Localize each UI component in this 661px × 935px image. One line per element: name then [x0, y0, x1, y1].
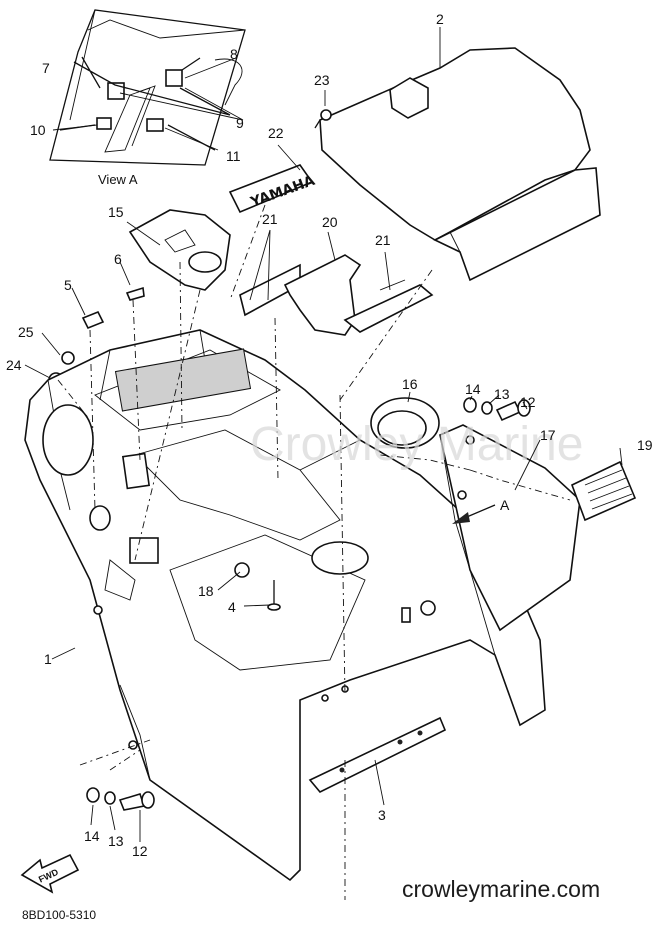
- pad-19: [570, 460, 637, 522]
- callout-4: 4: [228, 599, 236, 615]
- callout-16: 16: [402, 376, 418, 392]
- callout-14: 14: [465, 381, 481, 397]
- callout-24: 24: [6, 357, 22, 373]
- svg-text:A: A: [500, 497, 510, 513]
- callout-3: 3: [378, 807, 386, 823]
- callout-11: 11: [226, 148, 241, 164]
- view-a-inset: [49, 9, 246, 166]
- fasteners-left: [86, 787, 155, 811]
- site-name: crowleymarine.com: [402, 876, 601, 902]
- callout-20: 20: [322, 214, 338, 230]
- view-a-arrow: A: [452, 497, 510, 524]
- fasteners-right: [463, 397, 531, 422]
- drawing-code: 8BD100-5310: [22, 908, 97, 922]
- callout-9: 9: [236, 115, 244, 131]
- grommet-16: [370, 397, 440, 449]
- callout-13b: 13: [108, 833, 124, 849]
- callout-19: 19: [637, 437, 653, 453]
- callout-17: 17: [540, 427, 556, 443]
- console-body: [24, 329, 546, 882]
- side-panel-17: [439, 424, 581, 632]
- view-a-label: View A: [98, 172, 138, 187]
- callout-7: 7: [42, 60, 50, 76]
- callout-5: 5: [64, 277, 72, 293]
- watermark: Crowley Marine: [250, 418, 583, 471]
- callout-18: 18: [198, 583, 214, 599]
- callout-labels: 2 8 7 9 23 10 11 22 15 21 20 21 6 5 25 2…: [6, 11, 653, 859]
- screw-23: [314, 109, 332, 129]
- bolt-4: [267, 580, 281, 611]
- callout-25: 25: [18, 324, 34, 340]
- fwd-arrow: FWD: [20, 853, 80, 894]
- callout-23: 23: [314, 72, 330, 88]
- callout-21b: 21: [375, 232, 391, 248]
- callout-1: 1: [44, 651, 52, 667]
- hatch-lid: [319, 47, 601, 282]
- assembly-lines: [57, 204, 571, 900]
- callout-2: 2: [436, 11, 444, 27]
- callout-12b: 12: [132, 843, 148, 859]
- cup-holder-15: [128, 209, 231, 291]
- callout-6: 6: [114, 251, 122, 267]
- callout-10: 10: [30, 122, 46, 138]
- callout-13: 13: [494, 386, 510, 402]
- callout-12: 12: [520, 394, 536, 410]
- pads-20-21: [239, 254, 434, 336]
- callout-21: 21: [262, 211, 278, 227]
- callout-14b: 14: [84, 828, 100, 844]
- leader-lines: [24, 27, 623, 842]
- bracket-3: [308, 716, 447, 793]
- yamaha-decal: YAMAHA: [228, 164, 317, 214]
- callout-22: 22: [268, 125, 284, 141]
- callout-8: 8: [230, 46, 238, 62]
- callout-15: 15: [108, 204, 124, 220]
